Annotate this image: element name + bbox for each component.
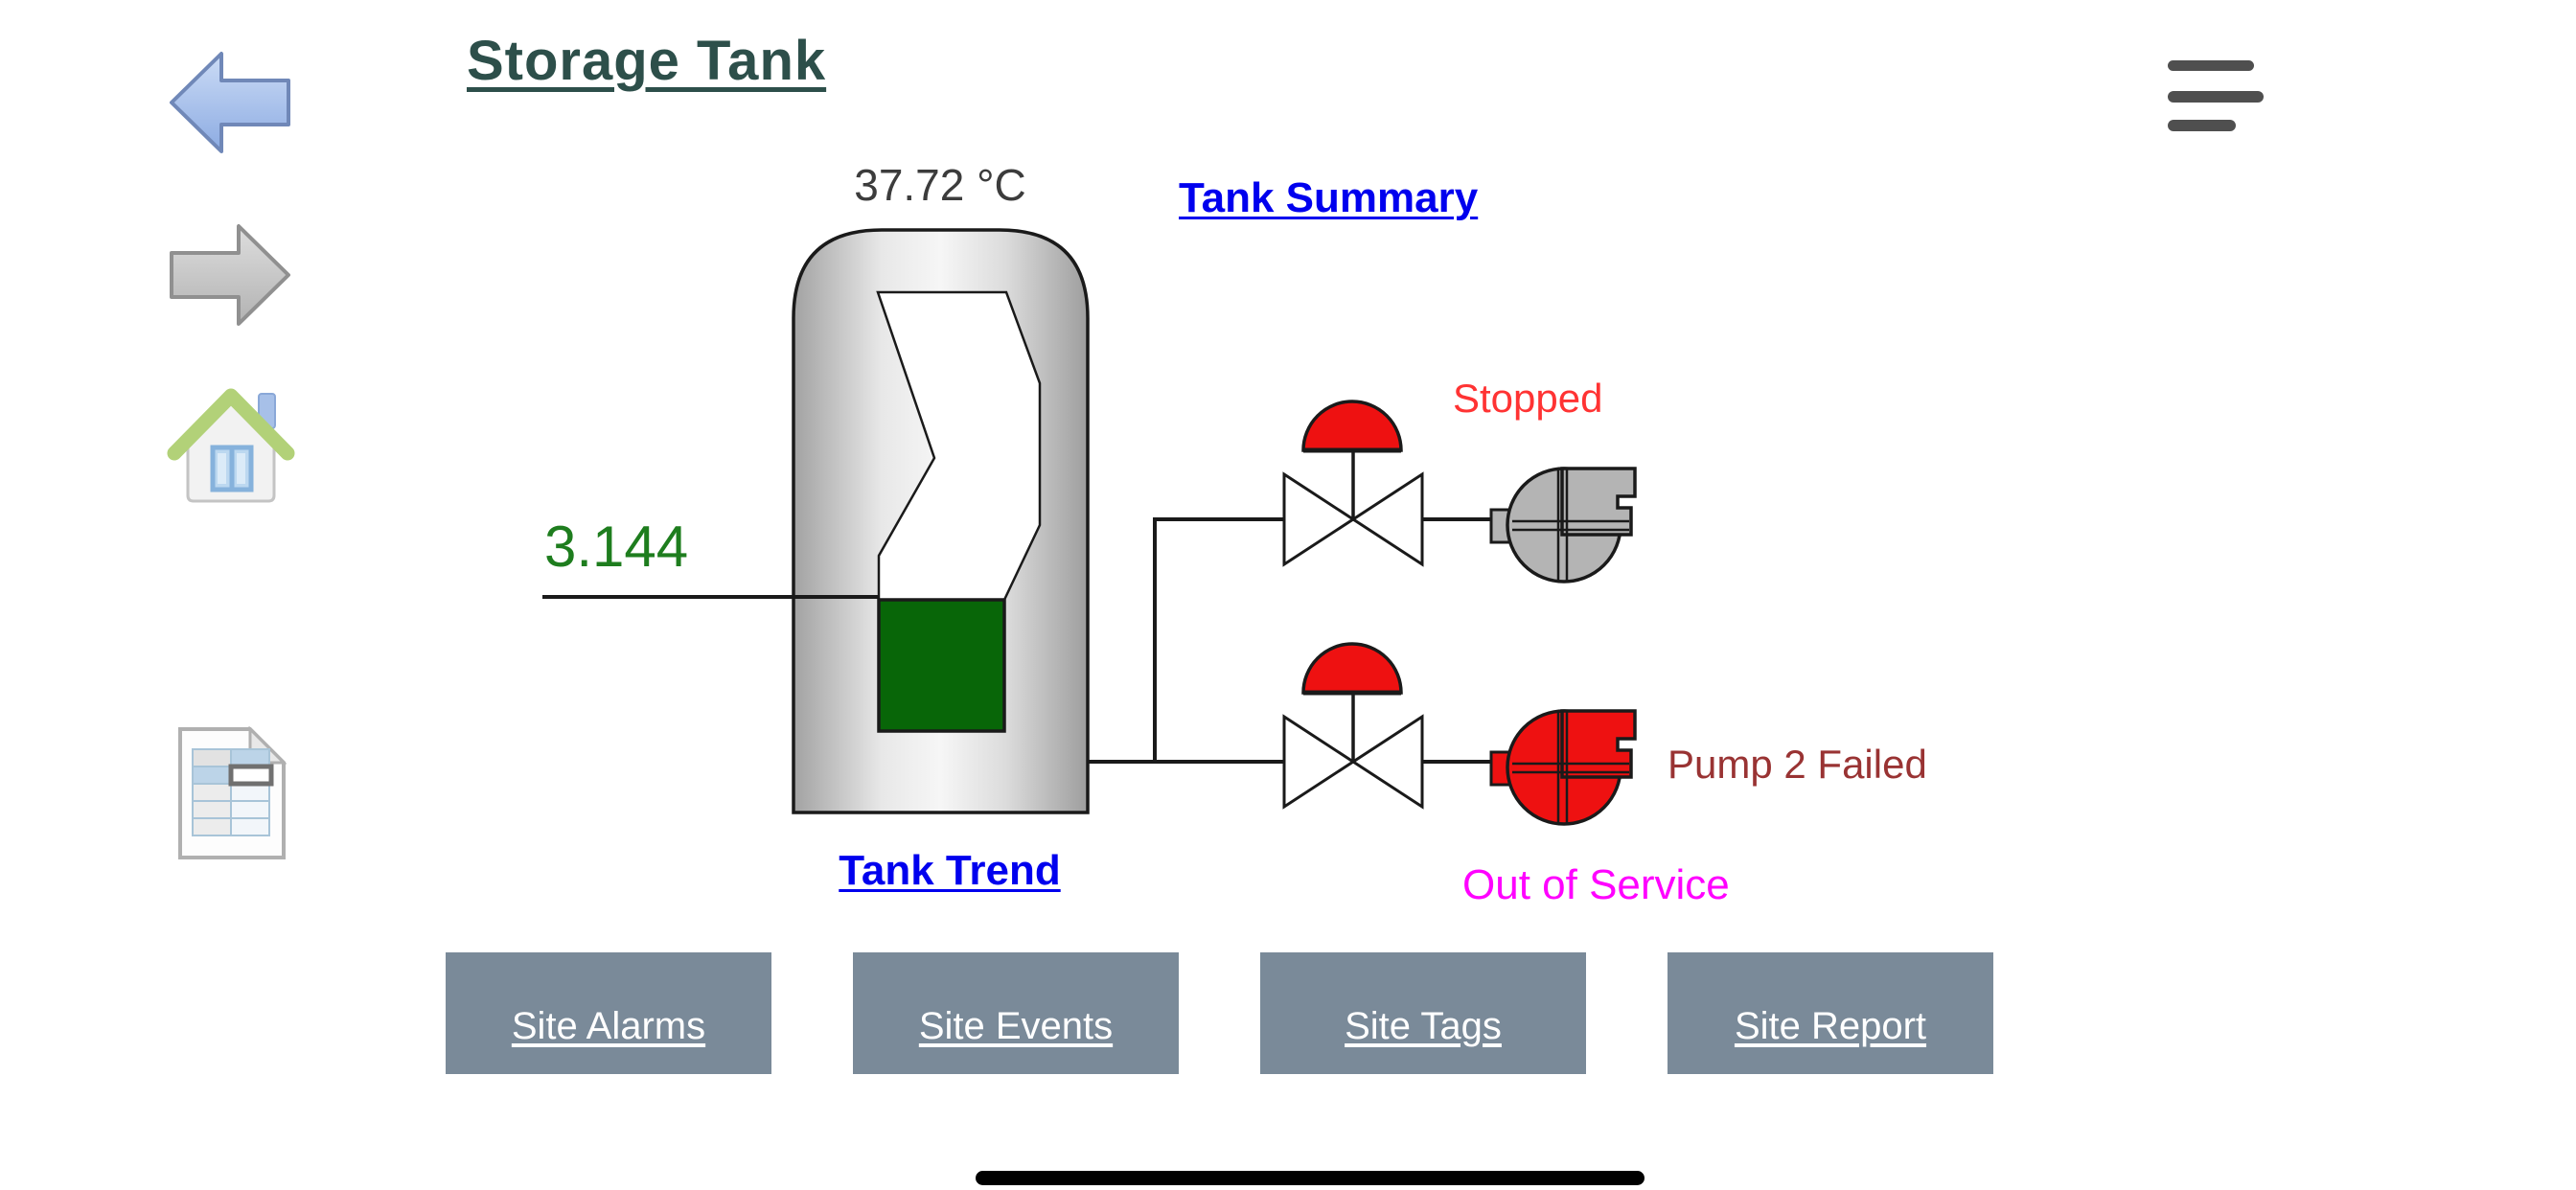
site-events-button[interactable]: Site Events bbox=[853, 952, 1179, 1074]
storage-tank-graphic bbox=[542, 228, 1090, 814]
report-icon[interactable] bbox=[177, 726, 287, 860]
valve-1-actuator-dome bbox=[1301, 400, 1403, 452]
piping bbox=[1088, 517, 1493, 764]
pump2-status-label: Pump 2 Failed bbox=[1668, 742, 1927, 787]
home-indicator-bar[interactable] bbox=[976, 1171, 1644, 1185]
valve-1 bbox=[1282, 400, 1424, 567]
site-tags-button-label: Site Tags bbox=[1345, 1004, 1502, 1047]
tank-summary-link[interactable]: Tank Summary bbox=[1179, 174, 1479, 221]
tank-trend-link-wrap: Tank Trend bbox=[796, 847, 1103, 895]
valve-2 bbox=[1282, 642, 1424, 810]
hamburger-menu-icon[interactable] bbox=[2168, 57, 2273, 139]
tank-level-fill bbox=[877, 598, 1006, 733]
forward-arrow-icon[interactable] bbox=[168, 217, 292, 332]
site-tags-button[interactable]: Site Tags bbox=[1260, 952, 1586, 1074]
home-icon[interactable] bbox=[163, 377, 297, 509]
site-alarms-button[interactable]: Site Alarms bbox=[446, 952, 771, 1074]
pump-2 bbox=[1489, 709, 1637, 826]
pump1-status-label: Stopped bbox=[1453, 376, 1603, 421]
tank-level-value: 3.144 bbox=[544, 515, 689, 579]
back-arrow-icon[interactable] bbox=[168, 44, 292, 161]
tank-temperature-value: 37.72 °C bbox=[854, 160, 1026, 210]
pump-1 bbox=[1489, 467, 1637, 584]
pump2-substatus-label: Out of Service bbox=[1462, 861, 1730, 908]
tank-trend-link[interactable]: Tank Trend bbox=[839, 847, 1061, 894]
site-report-button-label: Site Report bbox=[1734, 1004, 1927, 1047]
page-title: Storage Tank bbox=[467, 30, 827, 92]
site-report-button[interactable]: Site Report bbox=[1668, 952, 1993, 1074]
site-events-button-label: Site Events bbox=[918, 1004, 1114, 1047]
site-alarms-button-label: Site Alarms bbox=[511, 1004, 706, 1047]
valve-2-actuator-dome bbox=[1301, 642, 1403, 695]
